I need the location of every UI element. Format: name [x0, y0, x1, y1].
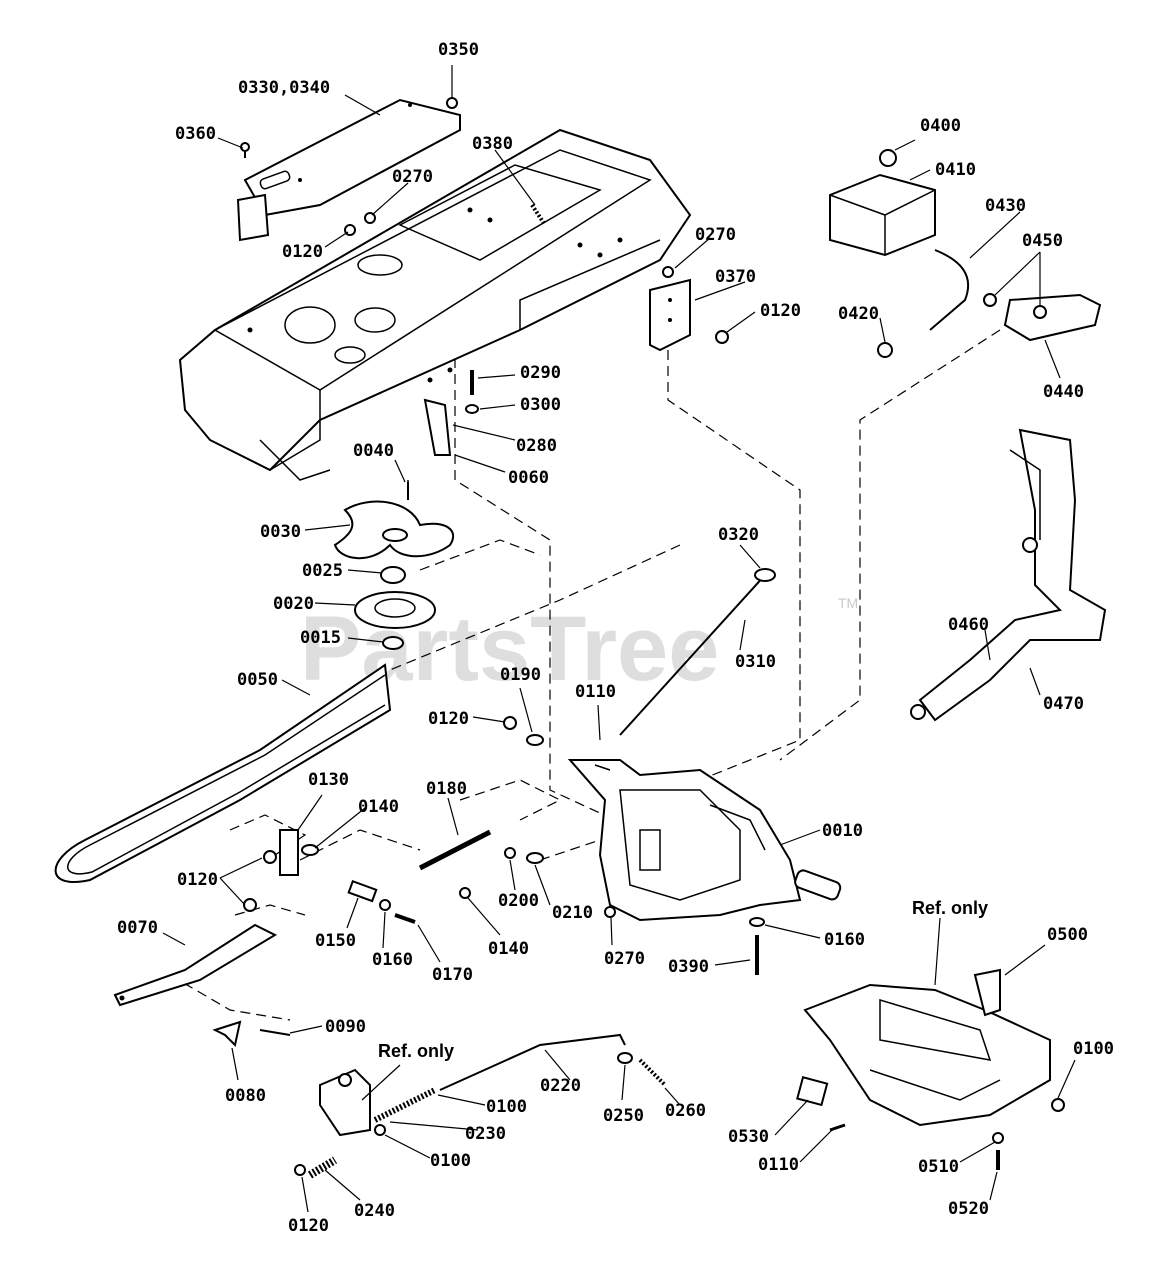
callout-0030: 0030	[260, 522, 301, 542]
callout-0140: 0140	[358, 797, 399, 817]
fan-pulley-stack	[333, 480, 455, 650]
callout-0460: 0460	[948, 615, 989, 635]
top-plate	[236, 98, 461, 242]
lift-handle	[910, 428, 1107, 722]
callout-0100: 0100	[430, 1151, 471, 1171]
frame-chassis	[178, 128, 692, 481]
leader-lines	[162, 65, 1076, 1213]
callout-0450: 0450	[1022, 231, 1063, 251]
callout-0170: 0170	[432, 965, 473, 985]
callout-0120: 0120	[428, 709, 469, 729]
callout-0080: 0080	[225, 1086, 266, 1106]
callout-0310: 0310	[735, 652, 776, 672]
callout-0470: 0470	[1043, 694, 1084, 714]
pedal-hitch-assembly	[796, 968, 1065, 1170]
callout-0270: 0270	[604, 949, 645, 969]
callout-0390: 0390	[668, 957, 709, 977]
callout-0270: 0270	[392, 167, 433, 187]
callout-0100: 0100	[486, 1097, 527, 1117]
callout-0420: 0420	[838, 304, 879, 324]
callout-0350: 0350	[438, 40, 479, 60]
callout-0050: 0050	[237, 670, 278, 690]
callout-0110: 0110	[575, 682, 616, 702]
bracket	[649, 278, 691, 352]
callout-0120: 0120	[288, 1216, 329, 1236]
linkage-parts	[243, 716, 611, 924]
callout-0040: 0040	[353, 441, 394, 461]
callout-0120: 0120	[177, 870, 218, 890]
callout-0500: 0500	[1047, 925, 1088, 945]
drive-belt	[54, 663, 392, 883]
lever-arm	[113, 923, 278, 1007]
callout-0320: 0320	[718, 525, 759, 545]
callout-0180: 0180	[426, 779, 467, 799]
callout-0100: 0100	[1073, 1039, 1114, 1059]
callout-0160: 0160	[372, 950, 413, 970]
callout-0530: 0530	[728, 1127, 769, 1147]
cable-bracket-assembly	[294, 1033, 667, 1179]
callout-0150: 0150	[315, 931, 356, 951]
callout-0410: 0410	[935, 160, 976, 180]
callout-0290: 0290	[520, 363, 561, 383]
callout-0360: 0360	[175, 124, 216, 144]
callout-0025: 0025	[302, 561, 343, 581]
transaxle	[567, 759, 842, 922]
callout-labels: 0350 0330,0340 0360 0380 0270 0120 0400 …	[117, 40, 1114, 1236]
callout-0380: 0380	[472, 134, 513, 154]
callout-0280: 0280	[516, 436, 557, 456]
callout-0060: 0060	[508, 468, 549, 488]
callout-0130: 0130	[308, 770, 349, 790]
callout-0110: 0110	[758, 1155, 799, 1175]
callout-0090: 0090	[325, 1017, 366, 1037]
assembly-guide-lines	[169, 230, 1001, 1021]
callout-0010: 0010	[822, 821, 863, 841]
callout-0440: 0440	[1043, 382, 1084, 402]
callout-0200: 0200	[498, 891, 539, 911]
callout-0140: 0140	[488, 939, 529, 959]
callout-0250: 0250	[603, 1106, 644, 1126]
callout-0370: 0370	[715, 267, 756, 287]
callout-0210: 0210	[552, 903, 593, 923]
shift-rod	[619, 568, 776, 736]
watermark-trademark: TM	[838, 595, 858, 611]
callout-0300: 0300	[520, 395, 561, 415]
callout-0260: 0260	[665, 1101, 706, 1121]
callout-0160: 0160	[824, 930, 865, 950]
callout-0330-0340: 0330,0340	[238, 78, 330, 98]
callout-0430: 0430	[985, 196, 1026, 216]
callout-0120: 0120	[282, 242, 323, 262]
callout-0510: 0510	[918, 1157, 959, 1177]
pin-clip	[212, 1020, 291, 1048]
callout-0070: 0070	[117, 918, 158, 938]
callout-0240: 0240	[354, 1201, 395, 1221]
callout-0270: 0270	[695, 225, 736, 245]
ref-only-label: Ref. only	[912, 898, 988, 918]
callout-0520: 0520	[948, 1199, 989, 1219]
fuel-tank-assembly	[829, 149, 1102, 358]
callout-0190: 0190	[500, 665, 541, 685]
callout-0400: 0400	[920, 116, 961, 136]
callout-0015: 0015	[300, 628, 341, 648]
ref-only-label: Ref. only	[378, 1041, 454, 1061]
callout-0020: 0020	[273, 594, 314, 614]
callout-0120: 0120	[760, 301, 801, 321]
callout-0230: 0230	[465, 1124, 506, 1144]
fasteners	[240, 97, 765, 975]
callout-0220: 0220	[540, 1076, 581, 1096]
